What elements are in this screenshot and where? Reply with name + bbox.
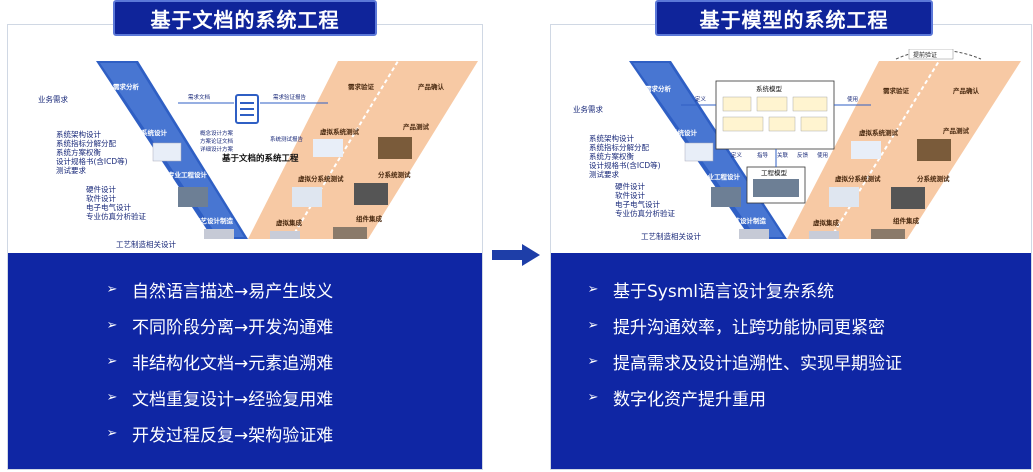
far-right-box-label: 组件集成	[893, 216, 920, 225]
side-label: 系统指标分解分配	[589, 142, 649, 152]
chevron-right-icon: ➢	[587, 281, 599, 297]
chevron-right-icon: ➢	[106, 389, 118, 405]
far-right-box-label: 产品测试	[403, 122, 430, 131]
left-box-label: 工艺设计制造	[194, 216, 234, 225]
side-label: 设计规格书(含ICD等)	[589, 160, 661, 170]
link-label: 定义	[695, 95, 707, 103]
side-label: 硬件设计	[615, 181, 645, 191]
far-right-box-label: 产品确认	[418, 82, 445, 91]
right-box-label: 虚拟分系统测试	[835, 174, 881, 183]
right-box-label: 虚拟系统测试	[320, 127, 360, 136]
right-bullet-list: ➢基于Sysml语言设计复杂系统 ➢提升沟通效率，让跨功能协同更紧密 ➢提高需求…	[551, 253, 1031, 415]
side-label: 业务需求	[38, 94, 68, 104]
left-box-label: 专业工程设计	[701, 172, 741, 181]
side-label: 工艺制造相关设计	[641, 231, 701, 241]
link-label: 使用	[847, 95, 858, 103]
doc-label: 详细设计方案	[200, 145, 234, 153]
right-box-label: 虚拟系统测试	[859, 128, 899, 137]
left-box-label: 需求分析	[113, 82, 140, 91]
list-item: ➢提高需求及设计追溯性、实现早期验证	[551, 343, 1031, 379]
link-label: 定义	[731, 151, 743, 159]
far-right-box-label: 组件集成	[356, 214, 383, 223]
chevron-right-icon: ➢	[587, 353, 599, 369]
side-label: 专业仿真分析验证	[86, 211, 146, 221]
left-box-label: 专业工程设计	[168, 170, 208, 179]
list-item: ➢文档重复设计→经验复用难	[8, 379, 482, 415]
list-item: ➢基于Sysml语言设计复杂系统	[551, 271, 1031, 307]
left-title: 基于文档的系统工程	[113, 0, 377, 36]
side-label: 设计规格书(含ICD等)	[56, 156, 128, 166]
side-label: 测试要求	[589, 169, 619, 179]
side-label: 软件设计	[86, 193, 116, 203]
side-label: 电子电气设计	[615, 199, 660, 209]
right-benefits-panel: ➢基于Sysml语言设计复杂系统 ➢提升沟通效率，让跨功能协同更紧密 ➢提高需求…	[551, 253, 1031, 469]
chevron-right-icon: ➢	[106, 317, 118, 333]
side-label: 系统指标分解分配	[56, 138, 116, 148]
center-label: 基于文档的系统工程	[221, 153, 299, 164]
left-box-label: 工艺设计制造	[727, 216, 767, 225]
far-right-box-label: 产品测试	[943, 126, 970, 135]
left-box-label: 需求分析	[645, 84, 672, 93]
doc-label: 系统测试报告	[270, 135, 304, 143]
side-label: 系统架构设计	[589, 133, 634, 143]
right-box-label: 虚拟集成	[276, 218, 303, 227]
list-item: ➢非结构化文档→元素追溯难	[8, 343, 482, 379]
link-label: 指导	[757, 151, 769, 159]
system-model-box	[715, 80, 835, 150]
model-label: 工程模型	[761, 168, 788, 177]
chevron-right-icon: ➢	[587, 389, 599, 405]
far-right-box-label: 产品确认	[953, 86, 980, 95]
doc-label: 方案论证文档	[200, 137, 234, 145]
doc-label: 需求文档	[188, 93, 211, 101]
chevron-right-icon: ➢	[106, 281, 118, 297]
right-box-label: 虚拟集成	[813, 218, 840, 227]
list-item: ➢不同阶段分离→开发沟通难	[8, 307, 482, 343]
early-validation-label: 提前验证	[913, 51, 937, 59]
side-label: 系统方案权衡	[56, 147, 101, 157]
side-label: 硬件设计	[86, 184, 116, 194]
left-box-label: 系统设计	[671, 128, 698, 137]
link-label: 关联	[777, 151, 789, 159]
side-label: 工艺制造相关设计	[116, 239, 176, 249]
right-box-label: 需求验证	[883, 86, 910, 95]
right-arrow-icon	[492, 244, 540, 266]
right-box-label: 需求验证	[348, 82, 375, 91]
right-box-label: 虚拟分系统测试	[298, 174, 344, 183]
document-icon	[235, 94, 259, 124]
left-box-label: 系统设计	[141, 128, 168, 137]
far-right-box-label: 分系统测试	[917, 174, 950, 183]
list-item: ➢开发过程反复→架构验证难	[8, 415, 482, 451]
chevron-right-icon: ➢	[587, 317, 599, 333]
side-label: 软件设计	[615, 190, 645, 200]
far-right-box-label: 分系统测试	[378, 170, 411, 179]
link-label: 使用	[817, 151, 828, 159]
right-title: 基于模型的系统工程	[655, 0, 933, 36]
side-label: 专业仿真分析验证	[615, 208, 675, 218]
side-label: 电子电气设计	[86, 202, 131, 212]
chevron-right-icon: ➢	[106, 425, 118, 441]
side-label: 业务需求	[573, 104, 603, 114]
model-label: 系统模型	[756, 84, 783, 93]
v-model-diagram-right: 提前验证 业务需求 系统架构设计 系统指标分解分配 系统方案权衡 设计规格书(含…	[573, 49, 1021, 241]
link-label: 反馈	[797, 151, 809, 159]
doc-label: 需求验证报告	[273, 93, 307, 101]
side-label: 系统架构设计	[56, 129, 101, 139]
side-label: 测试要求	[56, 165, 86, 175]
list-item: ➢自然语言描述→易产生歧义	[8, 271, 482, 307]
left-problems-panel: ➢自然语言描述→易产生歧义 ➢不同阶段分离→开发沟通难 ➢非结构化文档→元素追溯…	[8, 253, 482, 469]
list-item: ➢数字化资产提升重用	[551, 379, 1031, 415]
side-label: 系统方案权衡	[589, 151, 634, 161]
list-item: ➢提升沟通效率，让跨功能协同更紧密	[551, 307, 1031, 343]
chevron-right-icon: ➢	[106, 353, 118, 369]
v-model-diagram-left: 业务需求 系统架构设计 系统指标分解分配 系统方案权衡 设计规格书(含ICD等)…	[38, 60, 478, 249]
left-panel: 业务需求 系统架构设计 系统指标分解分配 系统方案权衡 设计规格书(含ICD等)…	[7, 24, 483, 470]
left-bullet-list: ➢自然语言描述→易产生歧义 ➢不同阶段分离→开发沟通难 ➢非结构化文档→元素追溯…	[8, 253, 482, 451]
right-panel: 提前验证 业务需求 系统架构设计 系统指标分解分配 系统方案权衡 设计规格书(含…	[550, 24, 1032, 470]
doc-label: 概念设计方案	[200, 129, 234, 137]
